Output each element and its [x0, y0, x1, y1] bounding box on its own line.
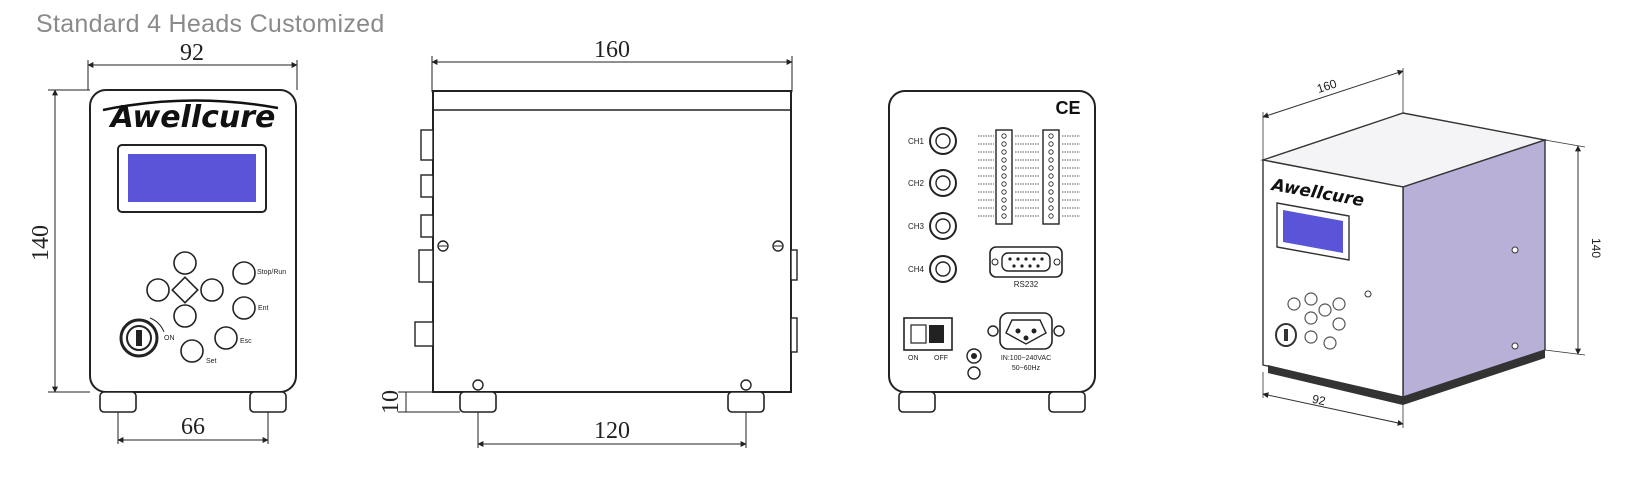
- side-foot-right: [727, 391, 765, 413]
- key-center: [171, 276, 199, 304]
- ce-mark: CE: [1055, 98, 1080, 118]
- label-ent: Ent: [258, 305, 269, 312]
- key-set: [180, 339, 204, 363]
- front-height-dimension: 140: [28, 225, 54, 261]
- side-length-dimension: 160: [594, 37, 630, 63]
- label-on: ON: [164, 335, 175, 342]
- label-ch1: CH1: [908, 137, 925, 146]
- front-lcd-screen: [128, 154, 256, 202]
- key-down: [173, 304, 197, 328]
- side-foot-spacing-dimension: 120: [594, 418, 630, 444]
- iso-keypad: [1287, 292, 1346, 350]
- front-foot-right: [249, 391, 287, 413]
- front-foot-spacing-dimension: 66: [181, 414, 205, 440]
- label-power-frequency: 50~60Hz: [1012, 365, 1041, 372]
- front-width-dimension: 92: [180, 40, 204, 66]
- iso-height-dimension: 140: [1589, 238, 1603, 258]
- front-view: 92 140 Awellcure Stop/Run Ent Esc Set ON: [28, 40, 298, 444]
- caption-title: Standard 4 Heads Customized: [36, 10, 385, 38]
- label-ch3: CH3: [908, 222, 925, 231]
- label-rs232: RS232: [1014, 280, 1039, 289]
- back-foot-right: [1048, 391, 1086, 413]
- channel-connectors: CH1 CH2 CH3 CH4: [908, 127, 957, 283]
- isometric-view: Awellcure 160 140 92: [1260, 68, 1603, 428]
- label-switch-on: ON: [908, 355, 919, 362]
- key-right: [200, 278, 224, 302]
- iso-width-dimension: 92: [1311, 392, 1327, 409]
- back-foot-left: [898, 391, 936, 413]
- label-ch2: CH2: [908, 179, 925, 188]
- label-stop-run: Stop/Run: [257, 269, 286, 276]
- side-body: [432, 90, 792, 393]
- side-foot-height-dimension: 10: [378, 390, 404, 414]
- key-up: [173, 251, 197, 275]
- label-switch-off: OFF: [934, 355, 948, 362]
- back-view: CE CH1 CH2 CH3 CH4 RS232 ON OFF: [888, 90, 1096, 413]
- front-foot-left: [99, 391, 137, 413]
- iso-lcd-screen: [1283, 210, 1343, 253]
- label-power-input: IN:100~240VAC: [1001, 355, 1051, 362]
- key-ent: [232, 296, 256, 320]
- front-brand-logo: Awellcure: [109, 100, 276, 135]
- side-view: 160 10 120: [378, 37, 798, 448]
- label-set: Set: [206, 358, 217, 365]
- iso-length-dimension: 160: [1315, 76, 1339, 96]
- label-ch4: CH4: [908, 265, 925, 274]
- label-esc: Esc: [240, 338, 252, 345]
- key-esc: [214, 326, 238, 350]
- key-left: [146, 278, 170, 302]
- side-foot-left: [459, 391, 497, 413]
- key-stop-run: [232, 261, 256, 285]
